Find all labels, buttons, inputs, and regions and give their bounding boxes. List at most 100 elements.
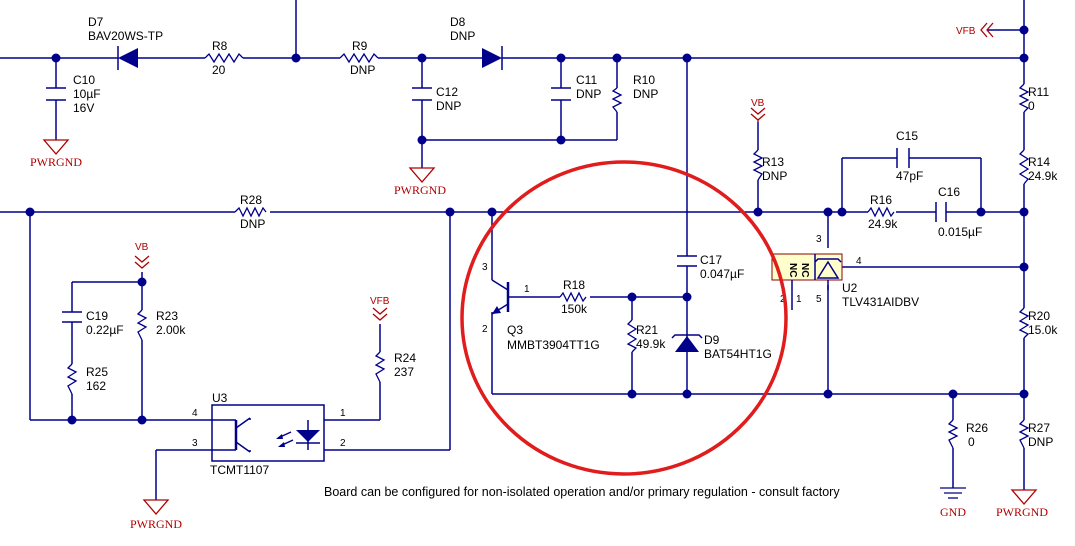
pwrgnd-u3 (142, 499, 170, 515)
r24-value: 237 (394, 365, 414, 379)
u3-pin-4: 4 (192, 408, 198, 419)
u3-ref: U3 (212, 391, 228, 405)
u2-ref: U2 (842, 281, 858, 295)
junctions (25, 25, 1029, 425)
r26-ref: R26 (966, 421, 988, 435)
r9-value: DNP (350, 63, 375, 77)
u3-symbol (211, 404, 325, 462)
vfb-label-r24: VFB (370, 296, 390, 307)
d9-symbol (671, 334, 703, 352)
r23-symbol (136, 309, 148, 341)
vfb-label-top: VFB (956, 26, 976, 37)
d8-value: DNP (450, 29, 475, 43)
c10-ref: C10 (73, 73, 95, 87)
gnd-r26 (940, 487, 966, 499)
r14-value: 24.9k (1028, 169, 1058, 183)
q3-pin-3: 3 (482, 262, 488, 273)
r8-ref: R8 (212, 39, 228, 53)
c11-symbol (551, 87, 571, 101)
r27-value: DNP (1028, 435, 1053, 449)
c11-value: DNP (576, 87, 601, 101)
pwrgnd-r27 (1010, 489, 1038, 505)
u2-symbol (771, 253, 843, 310)
c12-symbol (412, 87, 432, 101)
c15-value: 47pF (896, 169, 923, 183)
d9-ref: D9 (704, 333, 720, 347)
r10-value: DNP (633, 87, 658, 101)
c15-symbol (896, 148, 910, 168)
vb-r23 (134, 255, 150, 269)
pin-numbers: 3 1 2 3 4 2 1 5 NC NC 4 3 1 2 (192, 234, 862, 449)
r20-value: 15.0k (1028, 323, 1058, 337)
capacitors (46, 87, 947, 323)
r25-symbol (66, 363, 78, 395)
vfb-r24 (372, 307, 388, 321)
c11-ref: C11 (576, 73, 597, 87)
r27-symbol (1018, 419, 1030, 449)
c17-value: 0.047µF (700, 267, 744, 281)
pwrgnd-label-u3: PWRGND (130, 517, 182, 531)
r9-symbol (339, 52, 379, 64)
r11-value: 0 (1028, 99, 1035, 113)
r16-ref: R16 (870, 193, 892, 207)
pwrgnd-c12 (408, 167, 436, 183)
r16-symbol (867, 206, 895, 218)
c12-ref: C12 (436, 85, 458, 99)
c10-rating: 16V (73, 101, 94, 115)
net-labels: PWRGND PWRGND PWRGND PWRGND GND VB VB VF… (30, 26, 1048, 531)
q3-pin-2: 2 (482, 324, 488, 335)
r8-symbol (204, 52, 244, 64)
u2-pin-2: 2 (780, 294, 786, 305)
u2-pin-5: 5 (816, 294, 822, 305)
u3-pin-1: 1 (340, 408, 346, 419)
vb-r13 (750, 107, 766, 122)
labels: D7 BAV20WS-TP C10 10µF 16V R8 20 R9 DNP … (73, 15, 1058, 477)
u3-value: TCMT1107 (210, 463, 269, 477)
r13-symbol (752, 149, 764, 181)
r14-ref: R14 (1028, 155, 1050, 169)
r18-value: 150k (561, 302, 588, 316)
r16-value: 24.9k (868, 217, 898, 231)
d8-ref: D8 (450, 15, 466, 29)
r26-value: 0 (968, 435, 975, 449)
r10-symbol (611, 87, 623, 113)
q3-value: MMBT3904TT1G (507, 338, 600, 352)
vb-label-r13: VB (751, 98, 765, 109)
r13-ref: R13 (762, 155, 784, 169)
d8-symbol (482, 46, 503, 70)
r20-symbol (1018, 307, 1030, 339)
r20-ref: R20 (1028, 309, 1050, 323)
r23-value: 2.00k (156, 323, 186, 337)
r28-symbol (234, 206, 267, 218)
r25-ref: R25 (86, 365, 108, 379)
u3-pin-2: 2 (340, 438, 346, 449)
r24-ref: R24 (394, 351, 416, 365)
r26-symbol (947, 419, 959, 449)
r21-ref: R21 (636, 323, 658, 337)
q3-ref: Q3 (507, 323, 523, 337)
pwrgnd-c10 (42, 139, 70, 155)
d7-symbol (117, 46, 138, 70)
u2-value: TLV431AIDBV (842, 295, 919, 309)
vfb-top (980, 22, 994, 38)
r14-symbol (1018, 149, 1030, 185)
r25-value: 162 (86, 379, 106, 393)
u3-pin-3: 3 (192, 438, 198, 449)
c16-ref: C16 (938, 185, 960, 199)
c19-symbol (62, 311, 82, 323)
c16-value: 0.015µF (938, 225, 982, 239)
q3-pin-1: 1 (524, 284, 530, 295)
c15-ref: C15 (896, 129, 918, 143)
r9-ref: R9 (352, 39, 368, 53)
u2-nc-b: NC (799, 263, 810, 277)
r13-value: DNP (762, 169, 787, 183)
u2-pin-4: 4 (856, 256, 862, 267)
r11-symbol (1018, 83, 1030, 113)
r23-ref: R23 (156, 309, 178, 323)
u2-pin-3: 3 (816, 234, 822, 245)
wires (0, 0, 1025, 500)
c10-symbol (46, 87, 66, 101)
r10-ref: R10 (633, 73, 655, 87)
u2-pin-1: 1 (796, 294, 802, 305)
